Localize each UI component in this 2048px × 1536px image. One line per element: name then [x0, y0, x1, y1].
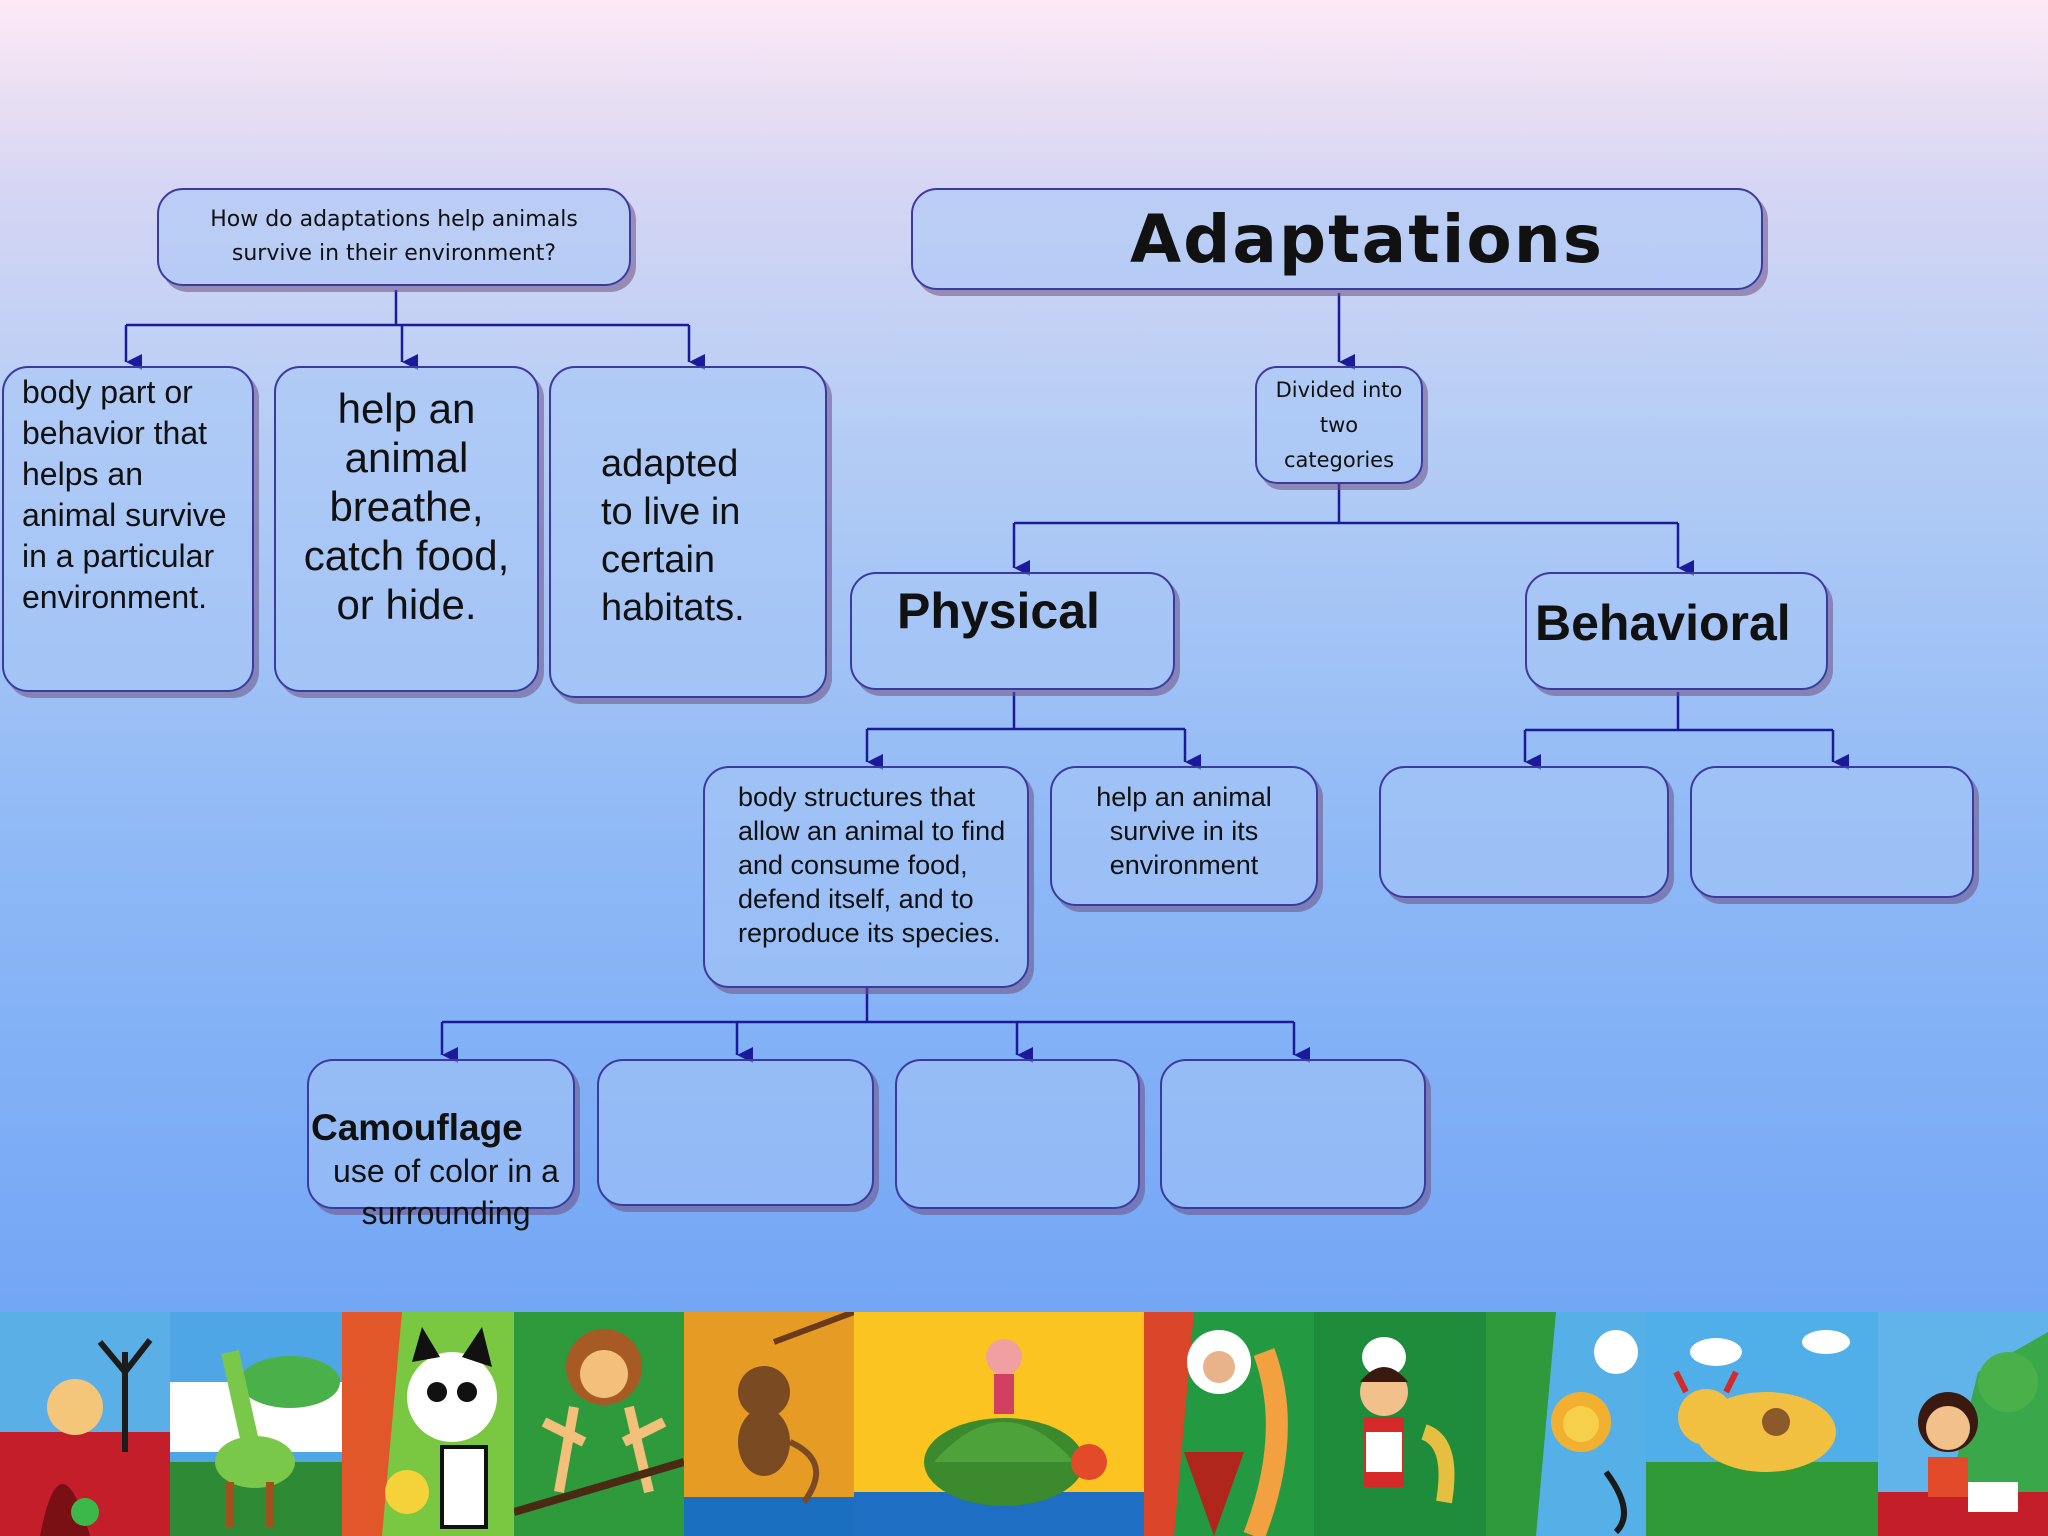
physical-example-box-2	[597, 1059, 874, 1206]
definition-text-2: help an animal breathe, catch food, or h…	[303, 385, 510, 628]
physical-label: Physical	[897, 583, 1100, 639]
cow-icon	[1646, 1312, 1878, 1536]
white-monkey-icon	[1144, 1312, 1314, 1536]
question-box: How do adaptations help animals survive …	[157, 188, 631, 286]
behavioral-example-box-2	[1690, 766, 1974, 898]
monkey-on-branch-icon	[514, 1312, 684, 1536]
structures-text: body structures that allow an animal to …	[738, 782, 1006, 948]
camouflage-box: Camouflage use of color in a surrounding	[307, 1059, 575, 1231]
giraffe-icon	[170, 1312, 342, 1536]
survive-text: help an animal survive in its environmen…	[1096, 782, 1272, 880]
definition-box-1: body part or behavior that helps an anim…	[2, 366, 254, 692]
behavioral-box: Behavioral	[1525, 572, 1828, 690]
page-title: Adaptations	[1130, 200, 1604, 278]
physical-example-box-3	[895, 1059, 1140, 1209]
physical-box: Physical	[850, 572, 1175, 690]
camouflage-label: Camouflage	[311, 1107, 523, 1148]
lion-in-tree-icon	[1486, 1312, 1646, 1536]
behavioral-label: Behavioral	[1535, 595, 1791, 651]
question-text: How do adaptations help animals survive …	[210, 207, 578, 266]
definition-text-1: body part or behavior that helps an anim…	[22, 374, 227, 615]
categories-text: Divided into two categories	[1275, 377, 1403, 472]
chef-icon	[1314, 1312, 1486, 1536]
animal-illustration-banner	[0, 1312, 2048, 1536]
definition-box-2: help an animal breathe, catch food, or h…	[274, 366, 539, 692]
girl-reading-icon	[1878, 1312, 2048, 1536]
kid-in-hole-icon	[0, 1312, 170, 1536]
categories-box: Divided into two categories	[1255, 366, 1423, 484]
survive-box: help an animal survive in its environmen…	[1050, 766, 1318, 906]
kid-on-turtle-icon	[854, 1312, 1144, 1536]
structures-box: body structures that allow an animal to …	[703, 766, 1029, 988]
definition-text-3: adapted to live in certain habitats.	[601, 443, 745, 629]
title-box: Adaptations	[911, 188, 1763, 290]
definition-box-3: adapted to live in certain habitats.	[549, 366, 827, 698]
camouflage-text: use of color in a surrounding	[333, 1153, 559, 1231]
cat-and-duck-icon	[342, 1312, 514, 1536]
behavioral-example-box-1	[1379, 766, 1669, 898]
hanging-monkey-icon	[684, 1312, 854, 1536]
physical-example-box-4	[1160, 1059, 1426, 1209]
